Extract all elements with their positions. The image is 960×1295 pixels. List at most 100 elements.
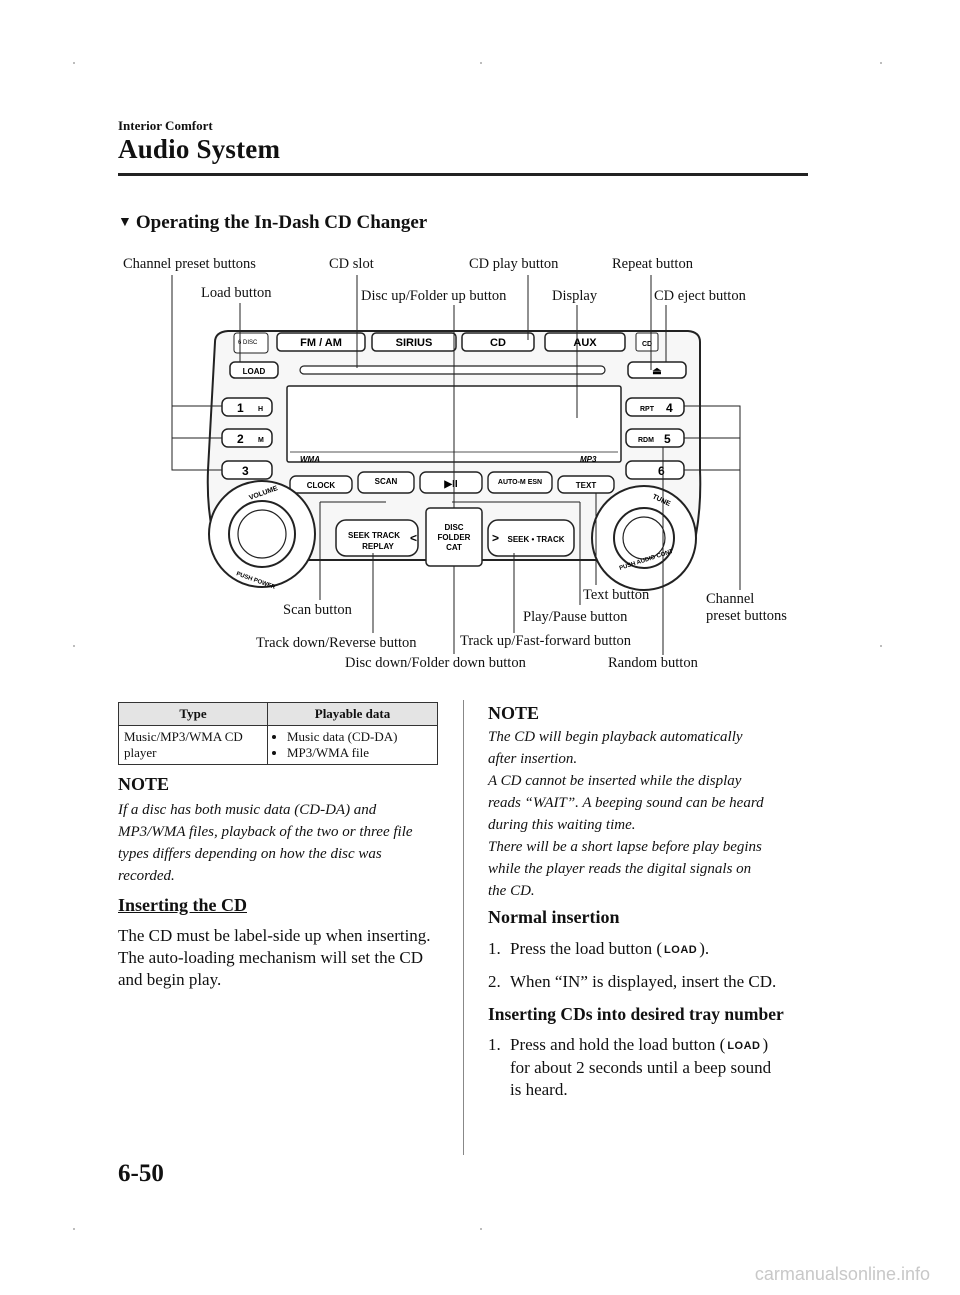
label-scan: Scan button	[283, 602, 352, 618]
eject-button	[627, 361, 687, 379]
label-channel-preset-top: Channel preset buttons	[123, 256, 256, 272]
step-item: 2.When “IN” is displayed, insert the CD.	[488, 972, 777, 991]
svg-text:6 DISC: 6 DISC	[238, 340, 258, 346]
svg-text:SCAN: SCAN	[375, 477, 398, 486]
disc-indicator	[233, 332, 269, 354]
label-display: Display	[552, 288, 598, 304]
crop-mark	[880, 62, 882, 64]
table-header-type: Type	[118, 702, 268, 726]
note-title: NOTE	[118, 774, 170, 794]
label-track-up: Track up/Fast-forward button	[460, 633, 632, 649]
top-button-row: 6 DISC FM / AM SIRIUS CD AUX CD	[233, 332, 659, 354]
svg-text:DISC: DISC	[444, 523, 463, 532]
table-header-playable: Playable data	[267, 702, 438, 726]
label-track-down: Track down/Reverse button	[256, 635, 417, 651]
table-cell-type: Music/MP3/WMA CD player	[118, 725, 268, 765]
svg-text:<: <	[410, 531, 417, 545]
cd-label: CD	[490, 337, 506, 349]
label-text-button: Text button	[583, 587, 650, 603]
label-play-pause: Play/Pause button	[523, 609, 628, 625]
seek-controls: SEEK TRACK REPLAY < DISC FOLDER CAT > SE…	[335, 507, 575, 567]
leader-lines	[171, 275, 741, 655]
svg-text:3: 3	[242, 464, 249, 478]
inserting-text: The CD must be label-side up when insert…	[118, 926, 431, 989]
page-number: 6-50	[118, 1160, 164, 1187]
svg-text:FOLDER: FOLDER	[438, 533, 471, 542]
label-channel-right-1: Channel	[706, 591, 755, 607]
cd-logo	[635, 332, 659, 352]
note-title: NOTE	[488, 703, 540, 723]
svg-text:H: H	[258, 406, 263, 413]
section-label: Interior Comfort	[118, 118, 213, 133]
crop-mark	[73, 645, 75, 647]
cd-changer-diagram: 6 DISC FM / AM SIRIUS CD AUX CD LOAD ⏏ W…	[171, 275, 741, 655]
svg-text:RPT: RPT	[640, 406, 655, 413]
normal-insertion-heading: Normal insertion	[488, 907, 620, 927]
wma-badge: WMA	[300, 455, 320, 464]
left-presets: 1 H 2 M 3	[221, 397, 273, 480]
label-cd-slot: CD slot	[329, 256, 374, 272]
mp3-badge: MP3	[580, 455, 597, 464]
label-cd-play: CD play button	[469, 256, 559, 272]
right-presets: RPT 4 RDM 5 6	[625, 397, 685, 480]
cd-button	[461, 332, 535, 352]
bottom-button-row: CLOCK SCAN ▶II AUTO-M ESN TEXT	[289, 471, 615, 494]
svg-text:6: 6	[658, 464, 665, 478]
table-cell-data: Music data (CD-DA) MP3/WMA file	[267, 725, 438, 765]
crop-mark	[73, 62, 75, 64]
load-icon: LOAD	[664, 944, 698, 956]
crop-mark	[73, 1228, 75, 1230]
label-disc-down: Disc down/Folder down button	[345, 655, 526, 671]
sirius-label: SIRIUS	[396, 337, 433, 349]
label-load: Load button	[201, 285, 272, 301]
list-item: MP3/WMA file	[287, 745, 432, 761]
fm-am-button	[276, 332, 366, 352]
load-label: LOAD	[243, 367, 266, 376]
column-divider	[463, 700, 464, 1155]
svg-text:M: M	[258, 437, 264, 444]
label-cd-eject: CD eject button	[654, 288, 746, 304]
note-text: If a disc has both music data (CD-DA) an…	[118, 802, 413, 884]
desired-tray-heading: Inserting CDs into desired tray number	[488, 1004, 784, 1024]
sirius-button	[371, 332, 457, 352]
svg-text:CD: CD	[642, 341, 652, 348]
label-random: Random button	[608, 655, 698, 671]
label-channel-right-2: preset buttons	[706, 608, 787, 624]
label-disc-up: Disc up/Folder up button	[361, 288, 507, 304]
crop-mark	[880, 645, 882, 647]
inserting-heading: Inserting the CD	[118, 895, 247, 915]
svg-text:1: 1	[237, 401, 244, 415]
load-icon: LOAD	[727, 1040, 761, 1052]
section-heading-text: Operating the In-Dash CD Changer	[135, 212, 428, 233]
chapter-title: Audio System	[118, 134, 281, 164]
svg-text:CAT: CAT	[446, 543, 462, 552]
playable-data-table: Type Playable data Music/MP3/WMA CD play…	[118, 702, 438, 765]
svg-text:REPLAY: REPLAY	[362, 542, 394, 551]
note-text: The CD will begin playback automatically…	[488, 729, 764, 899]
crop-mark	[480, 1228, 482, 1230]
label-repeat: Repeat button	[612, 256, 693, 272]
svg-text:>: >	[492, 531, 499, 545]
svg-text:CLOCK: CLOCK	[307, 481, 336, 490]
watermark: carmanualsonline.info	[754, 1264, 930, 1284]
svg-text:SEEK TRACK: SEEK TRACK	[348, 531, 400, 540]
svg-text:AUTO-M ESN: AUTO-M ESN	[498, 479, 542, 486]
svg-text:5: 5	[664, 432, 671, 446]
load-button	[229, 361, 279, 379]
svg-text:▶II: ▶II	[443, 479, 457, 490]
tune-knob: TUNE PUSH AUDIO CONT	[591, 485, 697, 591]
list-item: Music data (CD-DA)	[287, 729, 432, 745]
title-rule	[118, 173, 808, 176]
section-heading: ▼ Operating the In-Dash CD Changer	[118, 212, 427, 234]
svg-text:⏏: ⏏	[652, 366, 662, 377]
cd-slot	[299, 365, 606, 375]
table-row: Music/MP3/WMA CD player Music data (CD-D…	[118, 725, 438, 765]
volume-knob: VOLUME PUSH POWER	[208, 480, 316, 591]
crop-mark	[480, 62, 482, 64]
svg-text:RDM: RDM	[638, 437, 654, 444]
svg-text:SEEK • TRACK: SEEK • TRACK	[507, 535, 564, 544]
fm-am-label: FM / AM	[300, 337, 342, 349]
step-item: 1.Press and hold the load button (LOAD) …	[488, 1035, 772, 1099]
step-item: 1.Press the load button (LOAD).	[488, 938, 709, 961]
svg-text:2: 2	[237, 432, 244, 446]
